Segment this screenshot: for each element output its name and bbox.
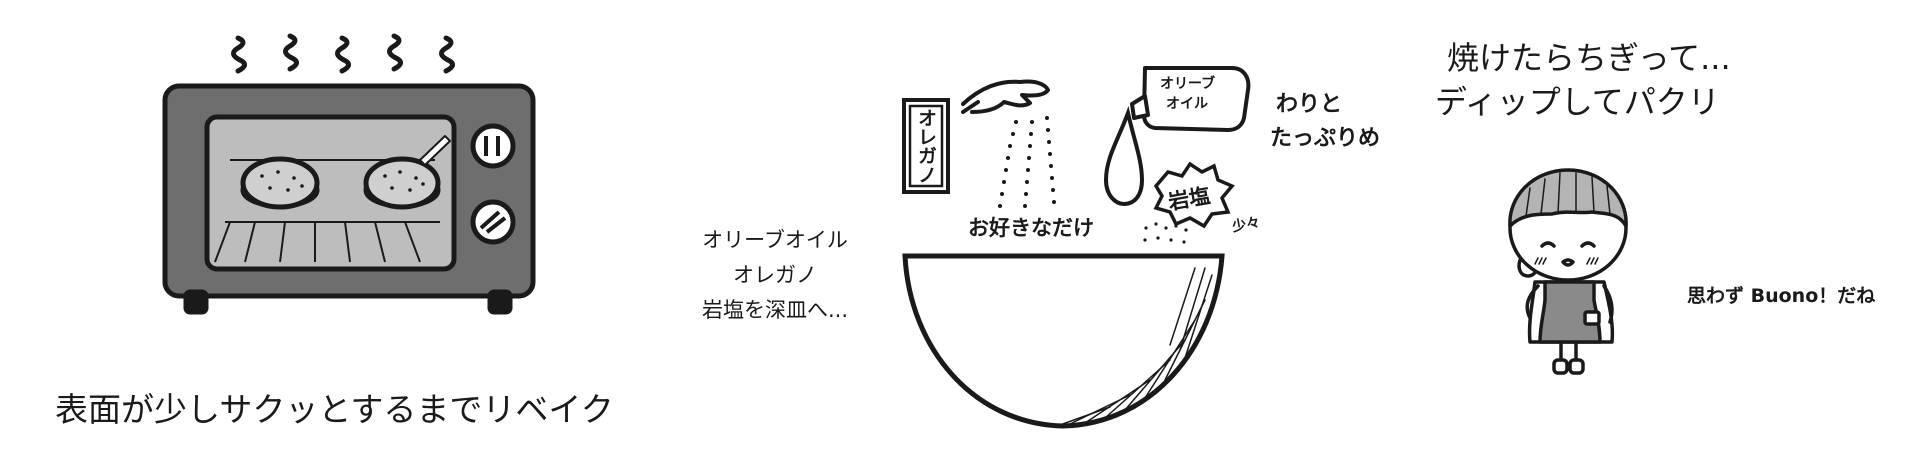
generous-note-line-1: わりと — [1276, 92, 1343, 117]
generous-amount-note: わりと たっぷりめ — [1270, 88, 1380, 156]
scene-3-reaction: 思わず Buono！だね — [1687, 285, 1876, 307]
to-taste-label: お好きなだけ — [968, 216, 1094, 240]
oven-foot-right — [487, 289, 513, 315]
oven-window — [204, 114, 457, 272]
scene-3-caption-line-2: ディップしてパクリ — [1435, 83, 1720, 121]
olive-oil-bottle — [1130, 66, 1251, 132]
rock-salt-splat — [1153, 161, 1235, 229]
bottle-label-line-1: オリーブ — [1160, 76, 1216, 92]
scene-1-caption: 表面が少しサクッとするまでリベイク — [55, 390, 614, 429]
scene-3-caption-line-1: 焼けたらちぎって... — [1447, 39, 1731, 77]
oregano-sprinkle — [998, 116, 1056, 208]
oven-foot-left — [183, 289, 209, 315]
side-text-line-1: オリーブオイル — [702, 228, 848, 252]
scene-2-side-text: オリーブオイル オレガノ 岩塩を深皿へ... — [684, 223, 866, 328]
toaster-oven — [162, 33, 536, 315]
bread-left — [240, 156, 320, 210]
bottle-label-line-2: オイル — [1166, 96, 1208, 112]
glass-shine — [419, 135, 451, 166]
heat-waves-icon — [231, 33, 455, 74]
oregano-jar — [902, 98, 950, 194]
side-text-line-3: 岩塩を深皿へ... — [701, 298, 849, 322]
oil-drop-icon — [1103, 105, 1145, 207]
oven-knob-bottom — [470, 199, 516, 245]
generous-note-line-2: たっぷりめ — [1270, 126, 1381, 151]
deep-dish — [902, 253, 1225, 429]
side-text-line-2: オレガノ — [733, 263, 817, 287]
oregano-jar-label: オレガノ — [915, 108, 937, 184]
oven-knob-top — [470, 123, 516, 169]
hand-sprinkling-icon — [961, 79, 1050, 114]
scene-3-caption: 焼けたらちぎって... ディップしてパクリ — [1435, 36, 1731, 124]
olive-oil-bottle-label: オリーブ オイル — [1160, 74, 1215, 114]
salt-grains — [1143, 222, 1188, 244]
bread-right — [363, 156, 441, 210]
girl-character — [1508, 168, 1628, 375]
